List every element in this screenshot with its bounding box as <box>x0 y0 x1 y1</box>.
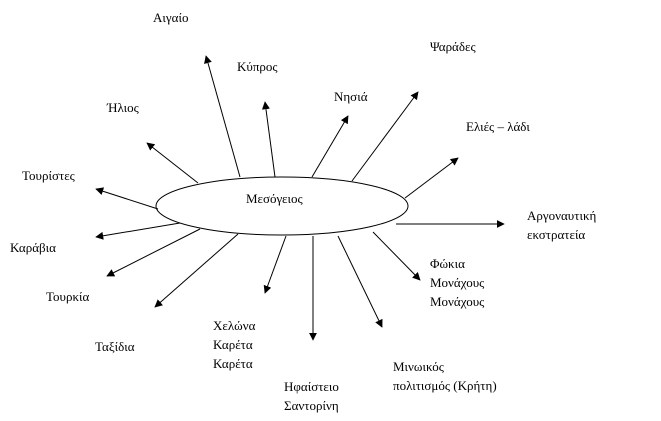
node-touristes: Τουρίστες <box>22 166 75 185</box>
arrow-to-elies <box>404 157 459 199</box>
node-label-line: Μινωικός <box>393 359 444 374</box>
node-label-line: Καρέτα <box>213 356 253 371</box>
node-label-line: Ταξίδια <box>95 339 135 354</box>
node-label-line: Τουρίστες <box>22 168 75 183</box>
node-label-line: Κύπρος <box>237 59 278 74</box>
arrow-to-aigaio <box>204 55 241 178</box>
arrow-to-minoikos <box>337 235 383 328</box>
arrow-to-chelona <box>263 235 287 294</box>
arrow-to-kypros <box>261 101 276 178</box>
node-karavia: Καράβια <box>10 238 56 257</box>
arrow-to-fokia <box>372 231 421 281</box>
arrow-to-tourkia <box>106 228 201 277</box>
node-label-line: Χελώνα <box>213 318 256 333</box>
center-label: Μεσόγειος <box>246 191 303 206</box>
node-label-line: Φώκια <box>430 256 465 271</box>
arrow-to-touristes <box>95 187 159 210</box>
node-label-line: Καρέτα <box>213 337 253 352</box>
node-label-line: Καράβια <box>10 240 56 255</box>
node-taxidia: Ταξίδια <box>95 337 135 356</box>
center-ellipse <box>155 176 409 236</box>
node-label-line: Μονάχους <box>430 275 485 290</box>
node-label-line: Ήλιος <box>107 100 139 115</box>
node-nisia: Νησιά <box>334 87 368 106</box>
node-psarades: Ψαράδες <box>430 37 476 56</box>
node-argonautiki: Αργοναυτική εκστρατεία <box>527 206 596 244</box>
node-elies: Ελιές – λάδι <box>466 117 530 136</box>
arrow-to-psarades <box>351 91 419 182</box>
node-label-line: Ψαράδες <box>430 39 476 54</box>
node-ifaisteio: Ηφαίστειο Σαντορίνη <box>284 377 339 415</box>
node-ilios: Ήλιος <box>107 98 139 117</box>
node-label-line: Αργοναυτική <box>527 208 597 223</box>
node-label-line: εκστρατεία <box>527 227 586 242</box>
arrow-to-ilios <box>146 142 199 184</box>
node-label-line: Ελιές – λάδι <box>466 119 530 134</box>
node-label-line: Τουρκία <box>46 289 90 304</box>
node-tourkia: Τουρκία <box>46 287 89 306</box>
node-chelona: Χελώνα Καρέτα Καρέτα <box>213 316 255 373</box>
node-label-line: Σαντορίνη <box>284 398 339 413</box>
arrow-to-taxidia <box>154 233 239 308</box>
node-label-line: Νησιά <box>334 89 368 104</box>
node-label-line: Μονάχους <box>430 294 485 309</box>
node-label-line: πολιτισμός (Κρήτη) <box>393 378 497 393</box>
node-minoikos: Μινωικός πολιτισμός (Κρήτη) <box>393 357 497 395</box>
node-fokia: Φώκια Μονάχους Μονάχους <box>430 254 484 311</box>
arrow-to-karavia <box>95 222 181 240</box>
arrow-to-nisia <box>311 115 349 178</box>
node-label-line: Ηφαίστειο <box>284 379 339 394</box>
node-aigaio: Αιγαίο <box>153 8 188 27</box>
node-label-line: Αιγαίο <box>153 10 189 25</box>
node-kypros: Κύπρος <box>237 57 278 76</box>
